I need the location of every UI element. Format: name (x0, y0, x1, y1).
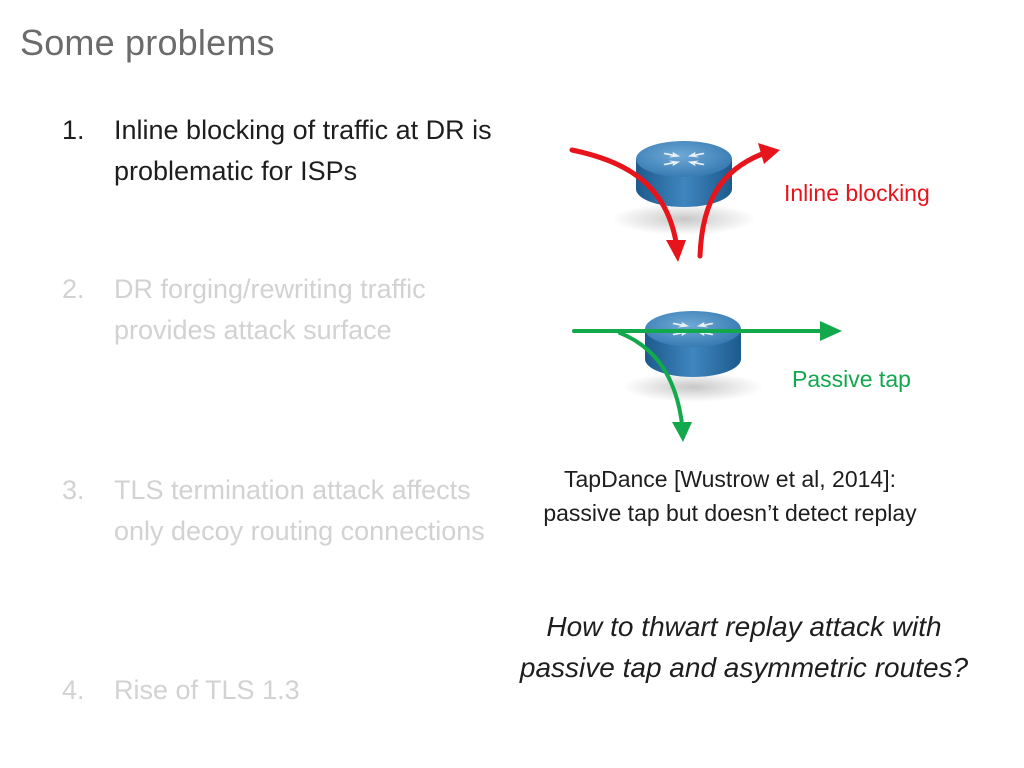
list-item-text: TLS termination attack affects only deco… (114, 475, 485, 546)
router-icon (623, 311, 763, 402)
list-item-text: DR forging/rewriting traffic provides at… (114, 274, 426, 345)
router-icon (612, 141, 756, 235)
caption-line-1: TapDance [Wustrow et al, 2014]: (564, 466, 896, 492)
list-item-number: 3. (62, 475, 85, 505)
inline-blocking-label: Inline blocking (784, 180, 930, 206)
tapdance-caption: TapDance [Wustrow et al, 2014]: passive … (500, 462, 960, 530)
list-item-text: Rise of TLS 1.3 (114, 675, 300, 705)
question-line-2: passive tap and asymmetric routes? (519, 652, 969, 683)
caption-line-2: passive tap but doesn’t detect replay (543, 500, 917, 526)
passive-tap-label: Passive tap (792, 366, 911, 392)
list-item-number: 2. (62, 274, 85, 304)
slide-title: Some problems (20, 22, 275, 63)
question-line-1: How to thwart replay attack with (546, 611, 942, 642)
inline-blocking-arrows (569, 143, 780, 262)
research-question: How to thwart replay attack with passive… (490, 606, 998, 688)
passive-tap-arrows (572, 321, 842, 442)
list-item-number: 1. (62, 115, 85, 145)
list-item-text: Inline blocking of traffic at DR is prob… (114, 115, 492, 186)
list-item-number: 4. (62, 675, 85, 705)
